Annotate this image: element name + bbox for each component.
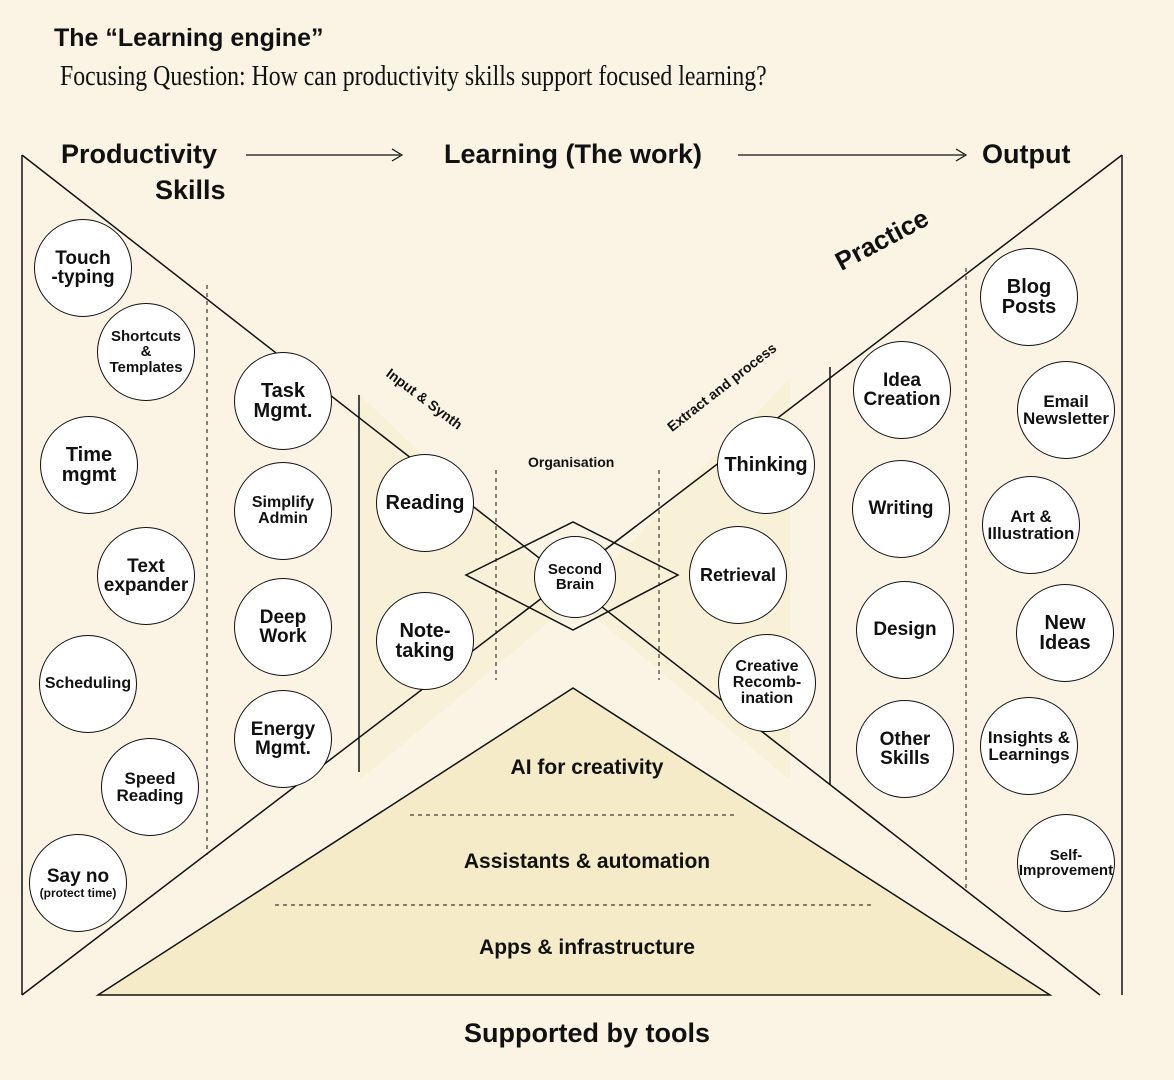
learning-zone-fill bbox=[360, 378, 790, 780]
productivity-skill-7: Say no(protect time) bbox=[29, 834, 127, 932]
tool-assistants: Assistants & automation bbox=[463, 850, 711, 873]
practice-skill-2: Writing bbox=[852, 460, 950, 558]
tools-pyramid bbox=[95, 687, 1053, 996]
process-skill-3: Creative Recomb- ination bbox=[718, 634, 816, 732]
second-brain: Second Brain bbox=[534, 536, 616, 618]
management-skill-2-label: Simplify Admin bbox=[251, 493, 315, 527]
output-4-label: New Ideas bbox=[1039, 611, 1091, 654]
practice-skill-1: Idea Creation bbox=[853, 341, 951, 439]
second-brain-diamond bbox=[464, 521, 680, 631]
practice-skill-4-label: Other Skills bbox=[879, 728, 931, 769]
output-4: New Ideas bbox=[1016, 584, 1114, 682]
organisation-label: Organisation bbox=[528, 454, 615, 470]
productivity-skill-5-label: Scheduling bbox=[44, 674, 132, 692]
management-skill-1: Task Mgmt. bbox=[234, 352, 332, 450]
productivity-skill-4-label: Text expander bbox=[103, 555, 189, 596]
output-1-label: Blog Posts bbox=[1001, 275, 1057, 318]
productivity-skill-2: Shortcuts & Templates bbox=[97, 303, 195, 401]
output-5: Insights & Learnings bbox=[980, 697, 1078, 795]
output-1: Blog Posts bbox=[980, 248, 1078, 346]
arrow-1-head bbox=[391, 148, 404, 162]
productivity-skill-3-label: Time mgmt bbox=[61, 443, 117, 486]
productivity-skill-1-label: Touch -typing bbox=[51, 247, 115, 288]
productivity-skill-2-label: Shortcuts & Templates bbox=[109, 328, 183, 376]
header-learning: Learning (The work) bbox=[444, 139, 703, 169]
second-brain-label: Second Brain bbox=[547, 560, 603, 593]
process-skill-1-label: Thinking bbox=[724, 453, 808, 476]
focusing-question: Focusing Question: How can productivity … bbox=[60, 60, 767, 92]
output-2: Email Newsletter bbox=[1017, 361, 1115, 459]
header-output: Output bbox=[982, 139, 1071, 169]
output-3-label: Art & Illustration bbox=[987, 506, 1075, 543]
input-skill-1: Reading bbox=[376, 454, 474, 552]
arrow-2-head bbox=[955, 148, 968, 162]
header-productivity-2: Skills bbox=[155, 175, 226, 205]
productivity-skill-4: Text expander bbox=[97, 527, 195, 625]
process-skill-2: Retrieval bbox=[689, 526, 787, 624]
input-skill-1-label: Reading bbox=[385, 491, 465, 514]
output-5-label: Insights & Learnings bbox=[987, 727, 1071, 764]
tool-ai: AI for creativity bbox=[510, 756, 664, 779]
management-skill-3: Deep Work bbox=[234, 578, 332, 676]
management-skill-3-label: Deep Work bbox=[259, 606, 307, 647]
input-skill-2-label: Note- taking bbox=[395, 619, 455, 662]
management-skill-4: Energy Mgmt. bbox=[234, 690, 332, 788]
output-3: Art & Illustration bbox=[982, 476, 1080, 574]
management-skill-4-label: Energy Mgmt. bbox=[250, 718, 316, 759]
page-title: The “Learning engine” bbox=[54, 24, 324, 52]
output-2-label: Email Newsletter bbox=[1023, 391, 1109, 428]
productivity-skill-7-label: Say no(protect time) bbox=[39, 866, 117, 900]
footer-caption: Supported by tools bbox=[464, 1018, 710, 1048]
practice-skill-3-label: Design bbox=[873, 619, 937, 641]
process-skill-1: Thinking bbox=[717, 416, 815, 514]
productivity-skill-3: Time mgmt bbox=[40, 416, 138, 514]
management-skill-1-label: Task Mgmt. bbox=[253, 379, 313, 422]
process-skill-3-label: Creative Recomb- ination bbox=[732, 657, 802, 708]
management-skill-2: Simplify Admin bbox=[234, 462, 332, 560]
output-6-label: Self- Improvement bbox=[1018, 846, 1114, 879]
tools-pyramid-fill bbox=[98, 688, 1050, 995]
productivity-skill-1: Touch -typing bbox=[34, 219, 132, 317]
practice-skill-4: Other Skills bbox=[856, 700, 954, 798]
productivity-skill-6: Speed Reading bbox=[101, 738, 199, 836]
productivity-skill-6-label: Speed Reading bbox=[116, 768, 184, 805]
practice-skill-3: Design bbox=[856, 581, 954, 679]
output-6: Self- Improvement bbox=[1017, 814, 1115, 912]
input-skill-2: Note- taking bbox=[376, 592, 474, 690]
practice-skill-2-label: Writing bbox=[868, 498, 934, 520]
header-productivity-1: Productivity bbox=[61, 139, 218, 169]
productivity-skill-7-note: (protect time) bbox=[39, 885, 117, 900]
tool-apps: Apps & infrastructure bbox=[479, 936, 695, 959]
practice-skill-1-label: Idea Creation bbox=[863, 369, 941, 410]
productivity-skill-5: Scheduling bbox=[39, 635, 137, 733]
process-skill-2-label: Retrieval bbox=[699, 564, 777, 585]
